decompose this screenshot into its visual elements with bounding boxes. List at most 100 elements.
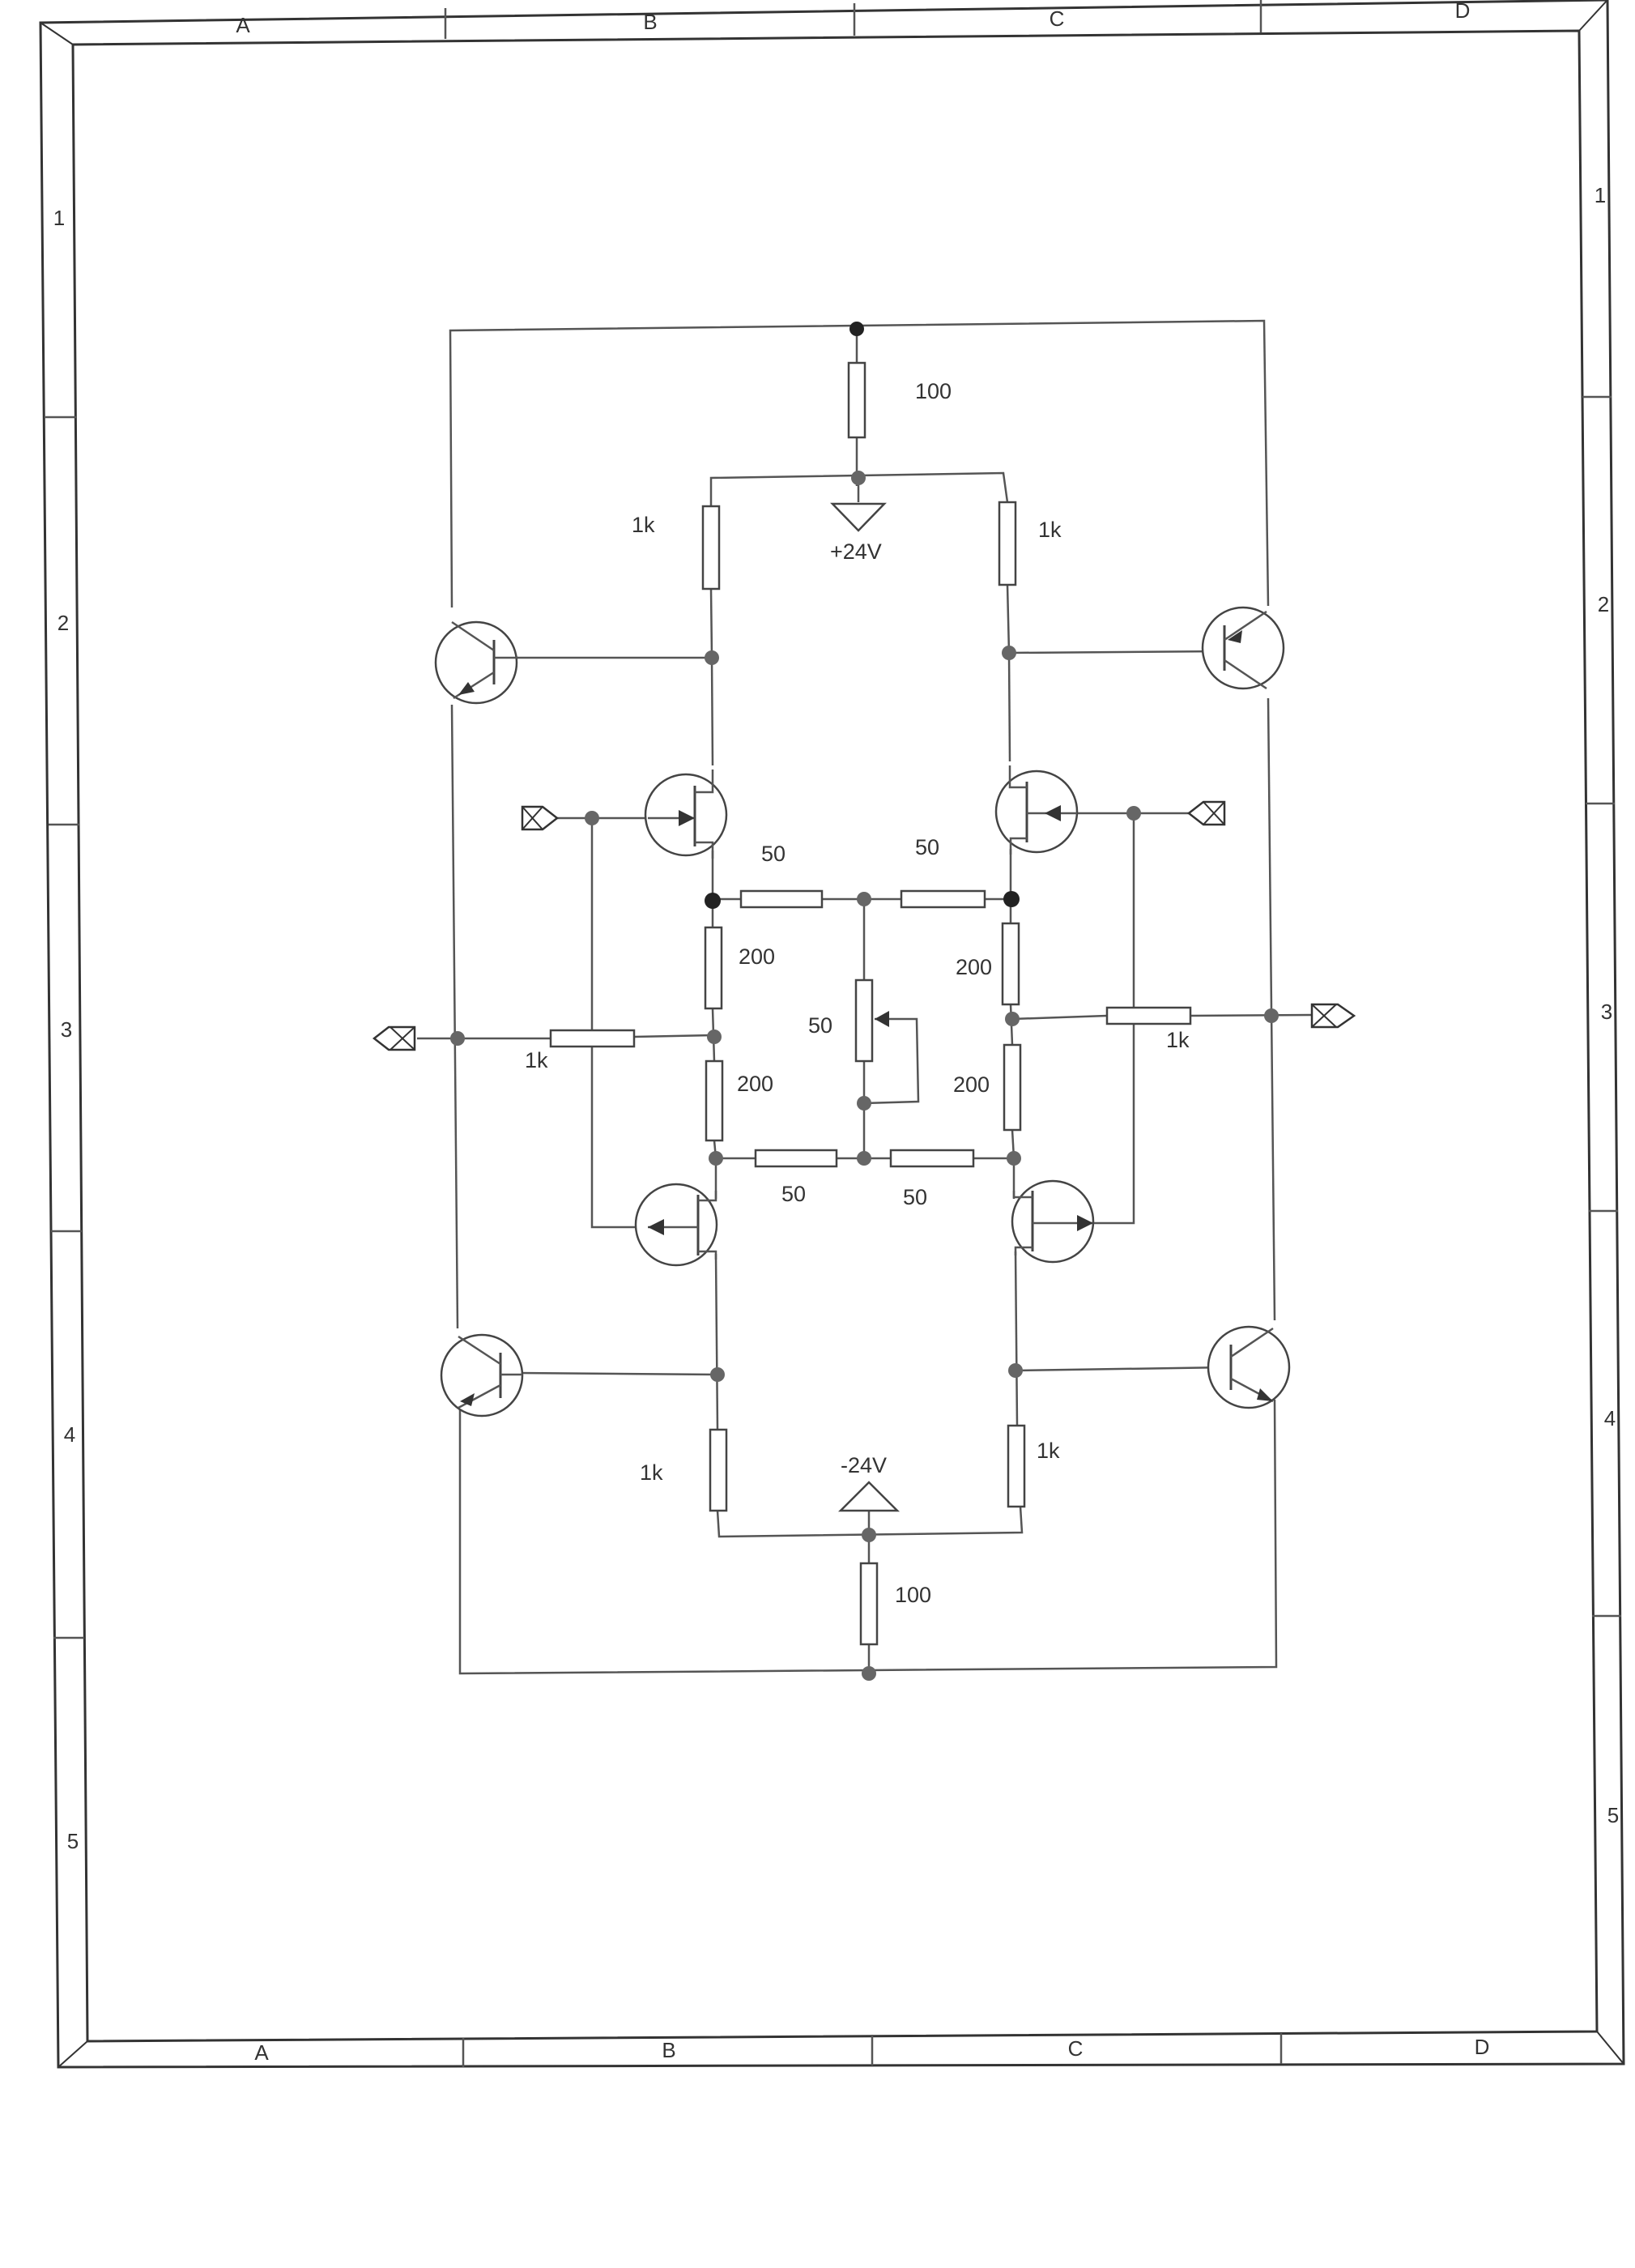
label-r-bridge-bottom-left: 50 [781,1182,806,1206]
resistor-r-bridge-bottom-left [754,1149,838,1168]
jfet-lower-right-source [1014,1246,1033,1256]
label-r-top-left: 1k [632,513,655,537]
bjt-upper-left-collector [451,620,495,652]
bjt-lower-right [1207,1325,1291,1409]
wire-pot-wiper [863,1017,920,1105]
resistor-r-right-lower [1003,1043,1022,1132]
bjt-lower-left-arrow-icon [460,1393,475,1406]
resistor-r-left-lower [705,1059,724,1142]
resistor-pot [854,978,874,1063]
row-label-left: 2 [57,611,69,635]
resistor-r-in-right [1105,1006,1192,1025]
jfet-upper-right-source [1009,837,1027,855]
wire-gate-lower-left [590,818,648,1229]
junction-node [585,811,599,825]
wire-left-lower [714,1253,719,1430]
jfet-lower-left-body [634,1183,718,1267]
drawing-frame: A B C D A B C D 1 2 3 4 5 1 2 3 4 5 [39,0,1625,2069]
bjt-upper-left-arrow-icon [458,682,475,695]
value-labels: 100 1k +24V 1k 50 50 200 200 50 1k 1k 20… [525,379,1190,1607]
port-upper-right-icon [1186,800,1226,826]
wire-top-right [1006,584,1011,654]
junction-node [709,1151,723,1166]
wire-left-input [633,1034,715,1038]
bjt-lower-right-body [1207,1325,1291,1409]
connectors [372,800,1356,1051]
label-pot: 50 [808,1013,832,1038]
resistor-r-in-left [549,1029,636,1048]
row-label-right: 4 [1604,1406,1616,1430]
resistor-r-top-left [701,505,721,590]
label-r-bridge-bottom-right: 50 [903,1185,927,1209]
column-label-bottom: C [1068,2036,1084,2061]
label-r-left-upper: 200 [739,944,775,969]
resistor-r-bottom-right [1007,1424,1026,1508]
wire-right-lower [1014,1251,1019,1426]
row-label-left: 3 [61,1017,72,1042]
jfet-lower-left [634,1183,718,1267]
jfet-upper-left-drain [695,770,714,794]
port-left-input-icon [372,1025,416,1051]
bjt-upper-right [1201,606,1285,690]
resistor-r-top [847,361,866,439]
junction-node [1005,1012,1020,1026]
column-label-bottom: B [662,2038,675,2062]
junction-node [450,1031,465,1046]
frame-corner-tr [1578,0,1608,32]
bjt-upper-right-emitter [1224,659,1267,690]
port-right-input-icon [1310,1003,1356,1029]
row-label-left: 1 [53,206,65,230]
junction-node [707,1030,722,1044]
label-supply-positive: +24V [830,539,882,564]
resistor-r-bridge-top-left [739,889,824,909]
resistor-r-left-upper [704,926,723,1010]
junction-node [857,1151,871,1166]
supply-symbols [830,502,901,1512]
junction-node [1008,1363,1023,1378]
row-label-right: 5 [1607,1803,1619,1827]
resistor-r-top-right [998,501,1017,586]
junction-node [857,892,871,906]
junction-node [710,1367,725,1382]
frame-corner-br [1596,2031,1624,2065]
jfet-lower-left-source [698,1250,717,1260]
junctions [450,322,1279,1681]
label-r-bridge-top-right: 50 [915,835,939,859]
jfet-lower-right-drain [1012,1191,1033,1199]
label-r-bottom-left: 1k [640,1460,663,1485]
wire-left-upper [710,657,714,766]
jfet-lower-right-arrow-icon [1077,1215,1093,1231]
column-label-top: B [643,10,657,34]
junction-node [857,1096,871,1111]
bjt-lower-right-arrow-icon [1257,1388,1273,1401]
bjt-lower-left-emitter [458,1383,501,1409]
jfet-lower-left-drain [698,1191,717,1202]
jfet-upper-left-source [695,841,714,859]
bjt-lower-left [440,1333,524,1418]
label-r-right-lower: 200 [953,1072,990,1097]
frame-corner-tl [40,22,74,45]
wire-right-input [1011,1014,1108,1021]
jfet-upper-left [644,770,728,859]
column-label-top: D [1455,0,1471,23]
resistor-r-bottom-left [709,1428,728,1512]
label-r-in-left: 1k [525,1048,548,1072]
jfet-upper-right-arrow-icon [1045,805,1061,821]
bjt-upper-right-arrow-icon [1228,630,1242,643]
resistor-r-right-upper [1001,922,1020,1006]
jfet-lower-left-arrow-icon [648,1219,664,1235]
column-label-bottom: D [1475,2035,1490,2059]
junction-node [1003,891,1020,907]
wire-base-lower-left [517,1371,718,1376]
row-label-left: 4 [64,1422,75,1447]
row-label-right: 2 [1598,592,1609,616]
label-supply-negative: -24V [841,1453,887,1477]
label-r-bridge-top-left: 50 [761,842,786,866]
junction-node [1002,646,1016,660]
junction-node [862,1528,876,1542]
row-label-right: 3 [1601,1000,1612,1024]
row-label-left: 5 [67,1829,79,1853]
wire-gate-lower-right [1093,813,1135,1225]
row-label-right: 1 [1595,183,1606,207]
